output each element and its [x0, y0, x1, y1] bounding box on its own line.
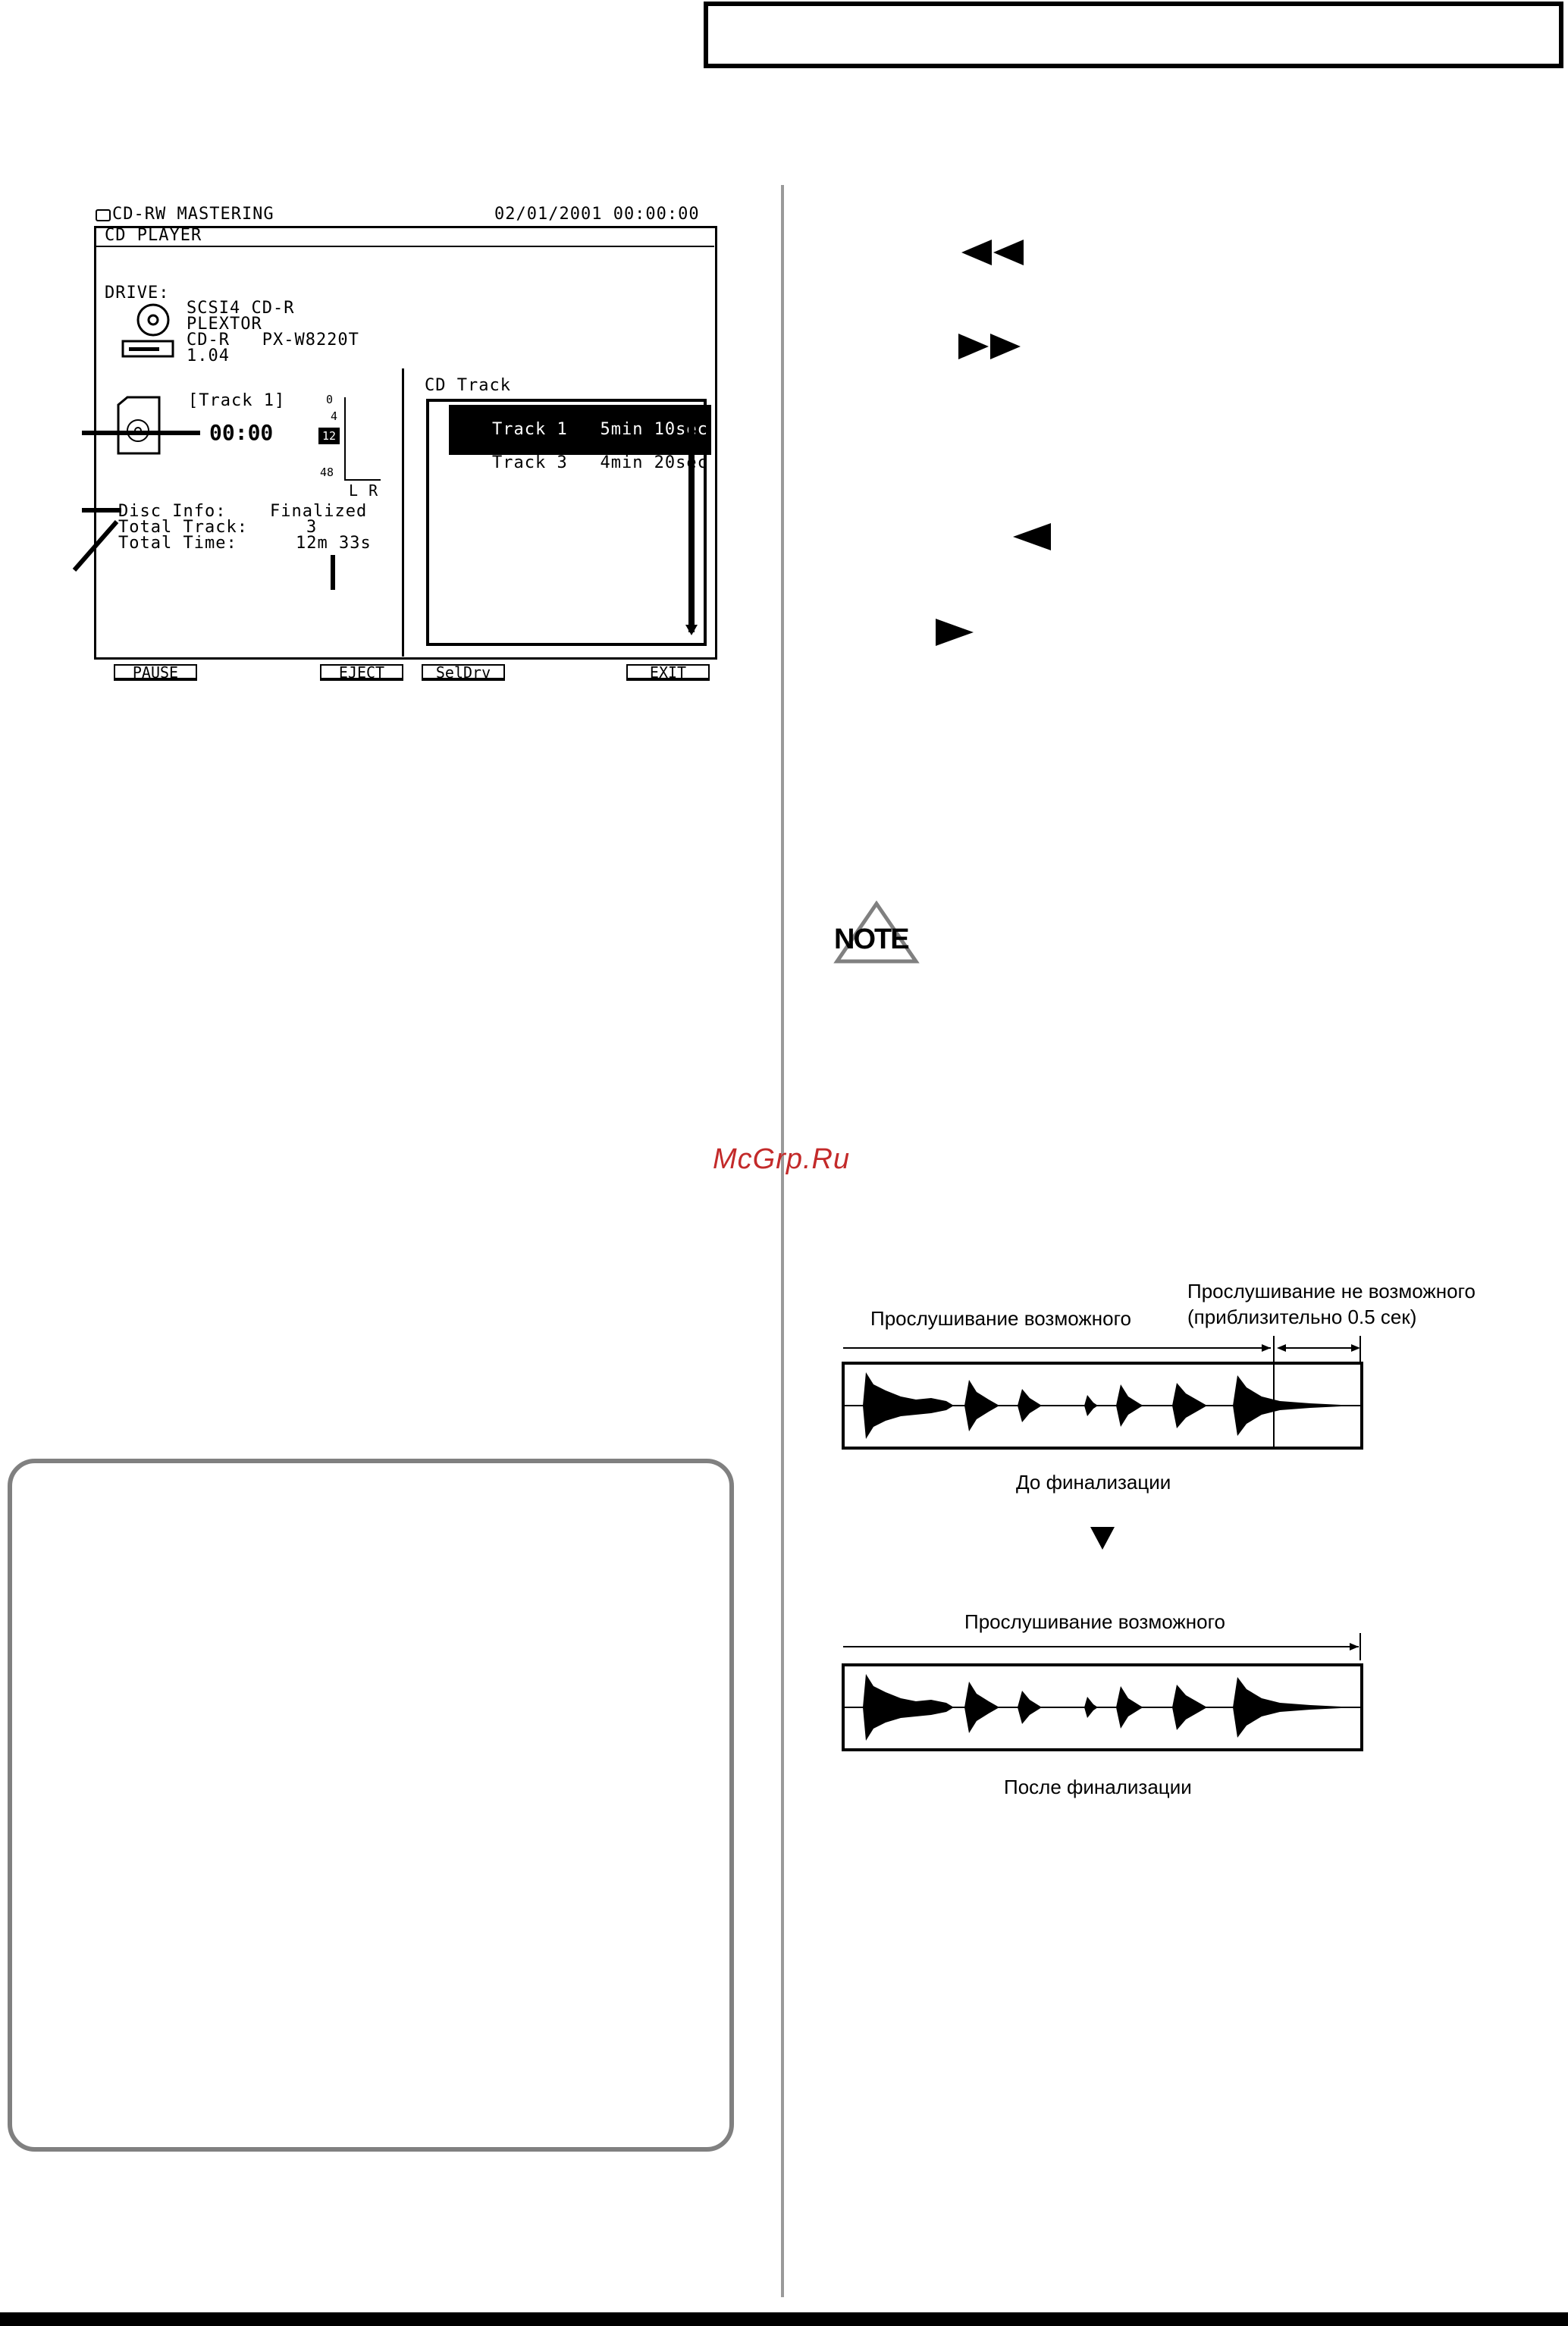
- play-icon: [936, 619, 974, 646]
- scroll-down-arrow-icon[interactable]: [685, 625, 698, 635]
- meter-tick-12: 12: [318, 428, 340, 444]
- lcd-screen: CD-RW MASTERING 02/01/2001 00:00:00 CD P…: [91, 206, 728, 691]
- disk-icon: [96, 209, 111, 221]
- datetime: 02/01/2001 00:00:00: [494, 205, 700, 224]
- total-time-label: Total Time:: [118, 534, 237, 553]
- meter-tick-4: 4: [331, 409, 338, 423]
- disc-info-label: Disc Info:: [118, 502, 227, 521]
- callout-line-time: [82, 431, 200, 435]
- total-time-value: 12m 33s: [296, 534, 372, 553]
- track-list-title: CD Track: [425, 376, 511, 395]
- track-row-1[interactable]: Track 1 5min 10sec: [449, 405, 711, 455]
- panel-divider: [402, 368, 404, 657]
- previous-icon: [1013, 523, 1051, 550]
- meter-tick-0: 0: [326, 393, 334, 406]
- callout-line-disc-info: [82, 508, 121, 513]
- down-arrow-icon: [1090, 1527, 1115, 1550]
- mode-title: CD-RW MASTERING: [112, 205, 274, 224]
- level-meter-axis: [344, 397, 346, 481]
- waveform-before: [842, 1336, 1363, 1450]
- footer-bar: [0, 2312, 1568, 2326]
- before-playable-label: Прослушивание возможного: [870, 1307, 1131, 1330]
- track-name: Track 2: [491, 437, 568, 456]
- note-label: NOTE: [834, 923, 910, 955]
- eject-button[interactable]: EJECT: [320, 664, 403, 681]
- current-track: [Track 1]: [188, 391, 286, 410]
- play-time: 00:00: [209, 420, 274, 445]
- drive-line-4: 1.04: [187, 346, 230, 365]
- waveform-after: [842, 1633, 1363, 1751]
- drive-line-2: PLEXTOR: [187, 315, 262, 334]
- meter-tick-48: 48: [320, 466, 334, 479]
- pause-button[interactable]: PAUSE: [114, 664, 197, 681]
- before-caption: До финализации: [1016, 1471, 1171, 1494]
- drive-label: DRIVE:: [105, 284, 170, 303]
- track-name: Track 3: [491, 453, 568, 472]
- before-not-playable-label: Прослушивание не возможного: [1187, 1280, 1475, 1302]
- cd-drive-icon: [121, 303, 174, 358]
- track-list[interactable]: [426, 399, 707, 646]
- column-divider: [781, 185, 784, 2297]
- select-drive-button[interactable]: SelDrv: [422, 664, 505, 681]
- lcd-frame: [94, 226, 717, 660]
- level-meter-base: [344, 479, 381, 481]
- drive-line-3: CD-R PX-W8220T: [187, 331, 359, 350]
- title-underline: [94, 246, 714, 247]
- disc-file-icon: [117, 396, 161, 455]
- info-box: [8, 1459, 734, 2152]
- total-track-value: 3: [306, 518, 318, 537]
- note-icon: [833, 901, 920, 964]
- callout-line-total-time: [331, 555, 335, 590]
- before-not-playable-duration: (приблизительно 0.5 сек): [1187, 1306, 1417, 1328]
- track-scrollbar[interactable]: [688, 405, 695, 632]
- scroll-up-arrow-icon[interactable]: [685, 405, 698, 415]
- page-header-box: [704, 2, 1563, 68]
- screen-title: CD PLAYER: [105, 226, 202, 245]
- watermark-text: McGrp.Ru: [713, 1143, 851, 1175]
- meter-channels: L R: [349, 481, 379, 500]
- fast-forward-icon: [958, 334, 1021, 359]
- callout-line-total-track: [72, 520, 119, 572]
- after-caption: После финализации: [1004, 1776, 1192, 1798]
- track-row-3[interactable]: Track 3 4min 20sec: [449, 438, 708, 488]
- exit-button[interactable]: EXIT: [626, 664, 710, 681]
- total-track-label: Total Track:: [118, 518, 248, 537]
- disc-info-value: Finalized: [270, 502, 368, 521]
- rewind-icon: [961, 240, 1024, 265]
- drive-line-1: SCSI4 CD-R: [187, 299, 295, 318]
- track-name: Track 1: [491, 420, 568, 439]
- after-playable-label: Прослушивание возможного: [964, 1610, 1225, 1633]
